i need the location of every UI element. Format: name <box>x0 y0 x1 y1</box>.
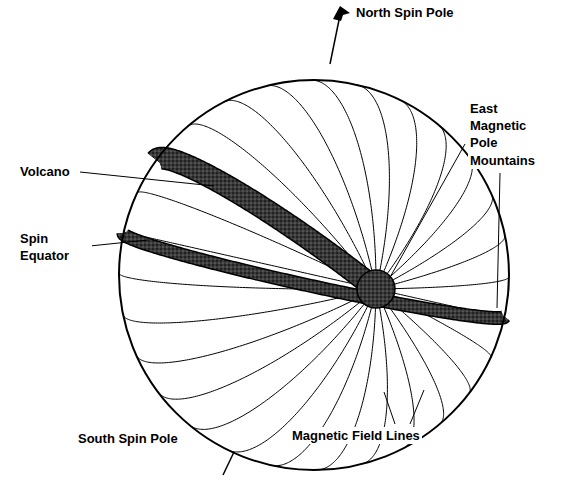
field-line <box>376 125 446 289</box>
spin-axis-pointer <box>330 20 339 64</box>
field-line <box>376 236 505 289</box>
field-line <box>376 289 414 448</box>
leader-line <box>384 392 395 424</box>
field-line <box>376 158 472 289</box>
part-label: East Magnetic Pole <box>468 100 552 151</box>
spin-axis-pointer <box>223 452 234 475</box>
magnetic-pole-spot <box>357 270 395 308</box>
band-texture <box>123 233 504 318</box>
part-label: Volcano <box>18 163 72 180</box>
field-line <box>190 289 376 429</box>
part-label: Mountains <box>468 152 537 169</box>
planet-outline <box>119 80 509 470</box>
leader-line <box>410 390 424 424</box>
leader-line <box>497 173 500 308</box>
band-outline <box>123 233 504 318</box>
part-label: Magnetic Field Lines <box>290 427 422 444</box>
field-line <box>136 289 376 363</box>
field-line <box>376 195 492 289</box>
part-label: North Spin Pole <box>354 4 456 21</box>
planet-disc <box>119 80 509 470</box>
part-label: South Spin Pole <box>76 430 180 447</box>
field-line-group <box>119 80 509 470</box>
equator-band <box>123 233 504 318</box>
field-line <box>376 277 509 289</box>
part-label: Spin Equator <box>18 230 92 264</box>
leader-line <box>389 144 465 279</box>
spin-axis-arrow <box>333 6 350 21</box>
leader-line <box>80 172 214 186</box>
